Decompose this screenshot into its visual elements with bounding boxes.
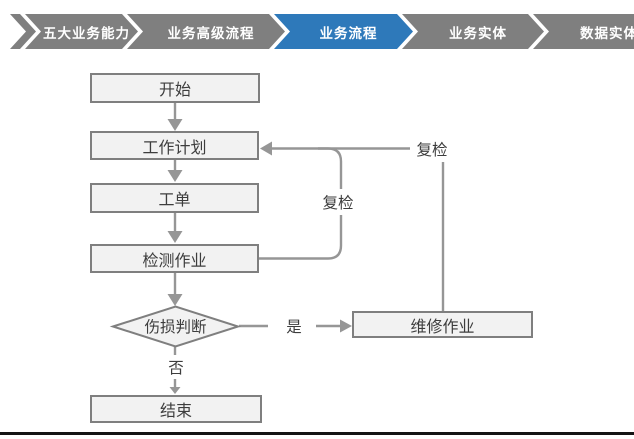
arrowhead-down-order	[167, 170, 183, 182]
breadcrumb: 五大业务能力 业务高级流程 业务流程 业务实体 数据实体	[10, 14, 626, 49]
arrowhead-down-end	[169, 387, 181, 394]
flow-node-order-label: 工单	[158, 192, 191, 209]
breadcrumb-step-1[interactable]: 五大业务能力	[25, 14, 138, 49]
arrowhead-down-inspect	[167, 231, 183, 243]
flow-node-start: 开始	[90, 73, 260, 103]
breadcrumb-step-2-label: 业务高级流程	[167, 25, 255, 41]
breadcrumb-step-1-label: 五大业务能力	[43, 25, 130, 41]
breadcrumb-step-4-label: 业务实体	[449, 25, 507, 41]
edge-label-recheck-inner: 复检	[316, 189, 360, 215]
breadcrumb-step-3-label: 业务流程	[319, 25, 378, 41]
arrowhead-down-decision	[167, 294, 183, 306]
edge-label-yes: 是	[280, 314, 308, 338]
edge-label-recheck-outer: 复检	[410, 136, 454, 162]
breadcrumb-step-5[interactable]: 数据实体	[533, 14, 634, 49]
edge-label-no: 否	[162, 355, 190, 379]
bottom-divider	[0, 432, 634, 435]
flow-node-repair: 维修作业	[352, 311, 533, 338]
flow-node-decision-label: 伤损判断	[144, 319, 207, 336]
flow-node-end: 结束	[90, 395, 262, 423]
flow-node-inspect-label: 检测作业	[142, 252, 207, 270]
connector-recheck-outer-loop	[400, 147, 445, 311]
arrowhead-right-repair	[340, 319, 352, 333]
arrowhead-down-plan	[167, 119, 183, 131]
breadcrumb-step-4[interactable]: 业务实体	[402, 14, 544, 49]
flow-node-order: 工单	[90, 183, 259, 213]
breadcrumb-step-5-label: 数据实体	[580, 25, 634, 41]
breadcrumb-step-3[interactable]: 业务流程	[274, 14, 413, 49]
flow-node-plan: 工作计划	[90, 131, 259, 160]
flow-node-repair-label: 维修作业	[410, 318, 475, 336]
arrowhead-left-plan	[260, 141, 272, 156]
flow-node-plan-label: 工作计划	[142, 139, 207, 157]
flow-node-decision-shape	[109, 305, 242, 348]
flow-node-end-label: 结束	[159, 403, 192, 420]
breadcrumb-step-2[interactable]: 业务高级流程	[127, 14, 285, 49]
flow-node-start-label: 开始	[158, 82, 191, 99]
flow-node-inspect: 检测作业	[90, 244, 259, 273]
